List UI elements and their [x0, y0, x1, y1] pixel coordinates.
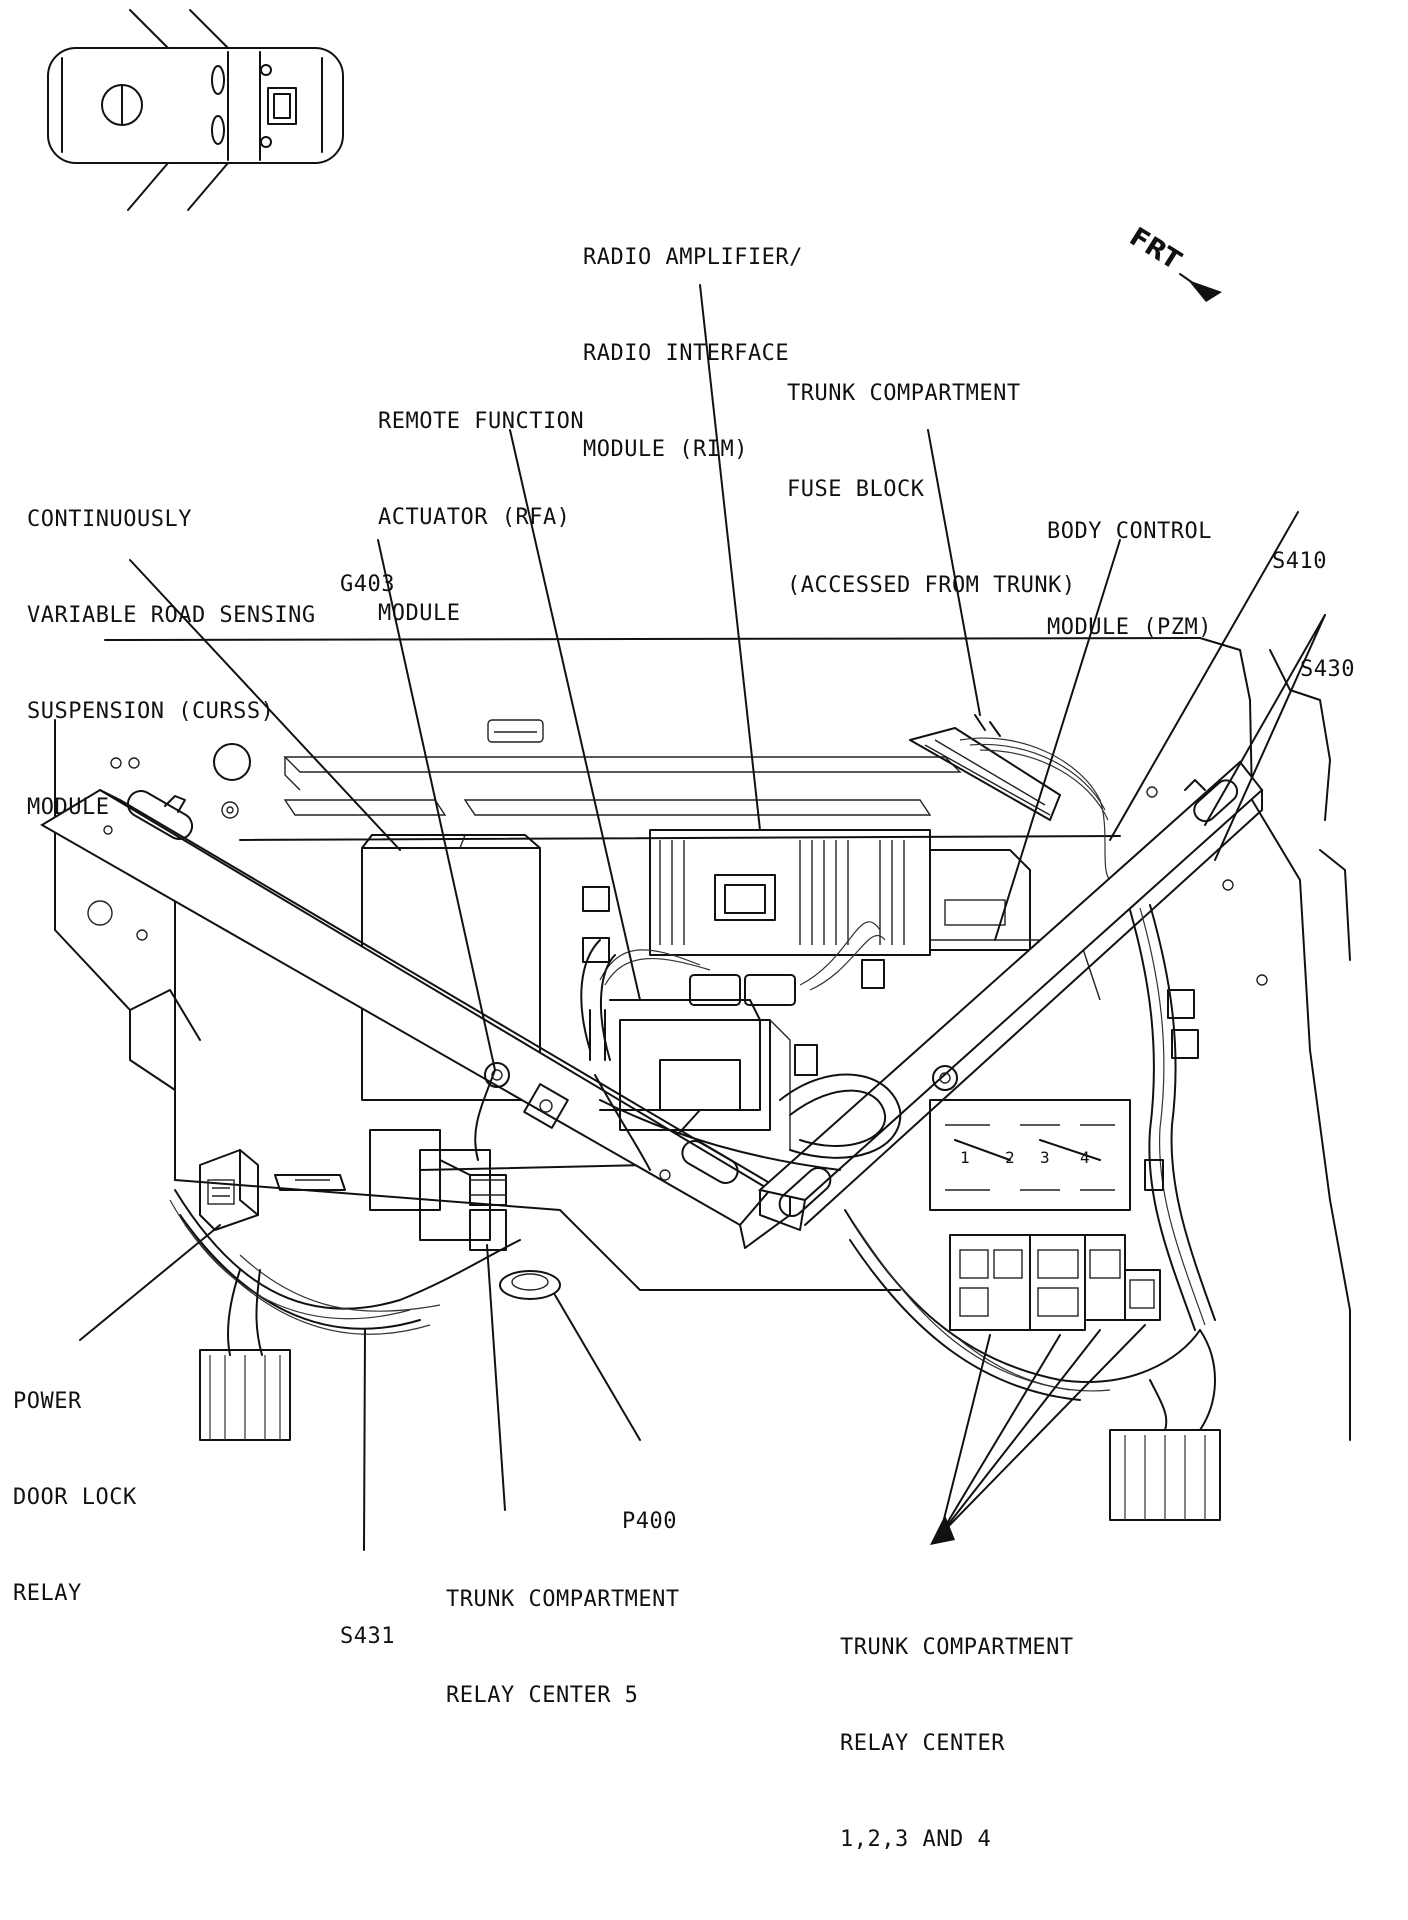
vehicle-top-view-icon [47, 9, 344, 211]
rim-module-box [649, 829, 931, 956]
label-fuse-block-line-1: TRUNK COMPARTMENT [787, 381, 1021, 406]
label-curss: CONTINUOUSLY VARIABLE ROAD SENSING SUSPE… [27, 440, 316, 888]
label-power-door-lock: POWER DOOR LOCK RELAY [13, 1322, 137, 1674]
label-g403-line-1: G403 [340, 572, 395, 597]
label-relay-center-1-4: TRUNK COMPARTMENT RELAY CENTER 1,2,3 AND… [840, 1568, 1074, 1920]
label-power-door-lock-line-2: DOOR LOCK [13, 1485, 137, 1510]
front-arrow-icon [1179, 273, 1222, 302]
label-rim-line-2: RADIO INTERFACE [583, 341, 790, 366]
label-relay-center-5-line-1: TRUNK COMPARTMENT [446, 1587, 680, 1612]
label-rfa: REMOTE FUNCTION ACTUATOR (RFA) MODULE [378, 342, 584, 694]
label-fuse-block-line-2: FUSE BLOCK [787, 477, 925, 502]
label-g403: G403 [340, 505, 395, 665]
relay-center-5 [274, 1129, 507, 1251]
label-relay-center-5-line-2: RELAY CENTER 5 [446, 1683, 639, 1708]
trunk-panel-outline [54, 637, 1351, 1441]
label-fuse-block-line-3: (ACCESSED FROM TRUNK) [787, 573, 1076, 598]
p400-grommet [499, 1270, 561, 1300]
label-power-door-lock-line-1: POWER [13, 1389, 82, 1414]
relay-centers-1-4 [929, 1099, 1161, 1331]
label-bcm: BODY CONTROL MODULE (PZM) [1047, 452, 1212, 708]
label-s430-line-1: S430 [1300, 657, 1355, 682]
label-curss-line-2: VARIABLE ROAD SENSING [27, 603, 316, 628]
label-fuse-block: TRUNK COMPARTMENT FUSE BLOCK (ACCESSED F… [787, 314, 1076, 666]
label-rim-line-3: MODULE (RIM) [583, 437, 748, 462]
label-rfa-line-2: ACTUATOR (RFA) [378, 505, 571, 530]
label-rim-line-1: RADIO AMPLIFIER/ [583, 245, 803, 270]
label-s431: S431 [340, 1557, 395, 1717]
label-curss-line-3: SUSPENSION (CURSS) [27, 699, 275, 724]
label-bcm-line-1: BODY CONTROL [1047, 519, 1212, 544]
label-relay-center-1-4-line-3: 1,2,3 AND 4 [840, 1827, 992, 1852]
trunk-component-drawing [40, 9, 1351, 1551]
label-relay-center-5: TRUNK COMPARTMENT RELAY CENTER 5 [446, 1520, 680, 1776]
label-s410-line-1: S410 [1272, 549, 1327, 574]
label-s430: S430 [1300, 590, 1355, 750]
label-power-door-lock-line-3: RELAY [13, 1581, 82, 1606]
rfa-module-box [619, 1019, 791, 1150]
label-relay-center-1-4-line-1: TRUNK COMPARTMENT [840, 1635, 1074, 1660]
lower-wire-harness [169, 904, 1221, 1521]
label-p400: P400 [622, 1442, 677, 1602]
relay-number-3: 3 [1040, 1148, 1051, 1167]
label-curss-line-1: CONTINUOUSLY [27, 507, 192, 532]
label-s410: S410 [1272, 482, 1327, 642]
label-relay-center-1-4-line-2: RELAY CENTER [840, 1731, 1005, 1756]
leader-lines [79, 284, 1326, 1551]
fuse-block-connector [909, 714, 1111, 881]
power-door-lock-relay-body [199, 1149, 259, 1231]
label-bcm-line-2: MODULE (PZM) [1047, 615, 1212, 640]
relay-number-2: 2 [1005, 1148, 1016, 1167]
label-rfa-line-3: MODULE [378, 601, 461, 626]
label-rim: RADIO AMPLIFIER/ RADIO INTERFACE MODULE … [583, 178, 803, 530]
label-curss-line-4: MODULE [27, 795, 110, 820]
label-rfa-line-1: REMOTE FUNCTION [378, 409, 585, 434]
label-s431-line-1: S431 [340, 1624, 395, 1649]
relay-number-1: 1 [960, 1148, 971, 1167]
label-p400-line-1: P400 [622, 1509, 677, 1534]
right-support-bar [757, 760, 1264, 1231]
relay-number-4: 4 [1080, 1148, 1091, 1167]
diagram-stage: FRT RADIO AMPLIFIER/ RADIO INTERFACE MOD… [13, 9, 1355, 1852]
